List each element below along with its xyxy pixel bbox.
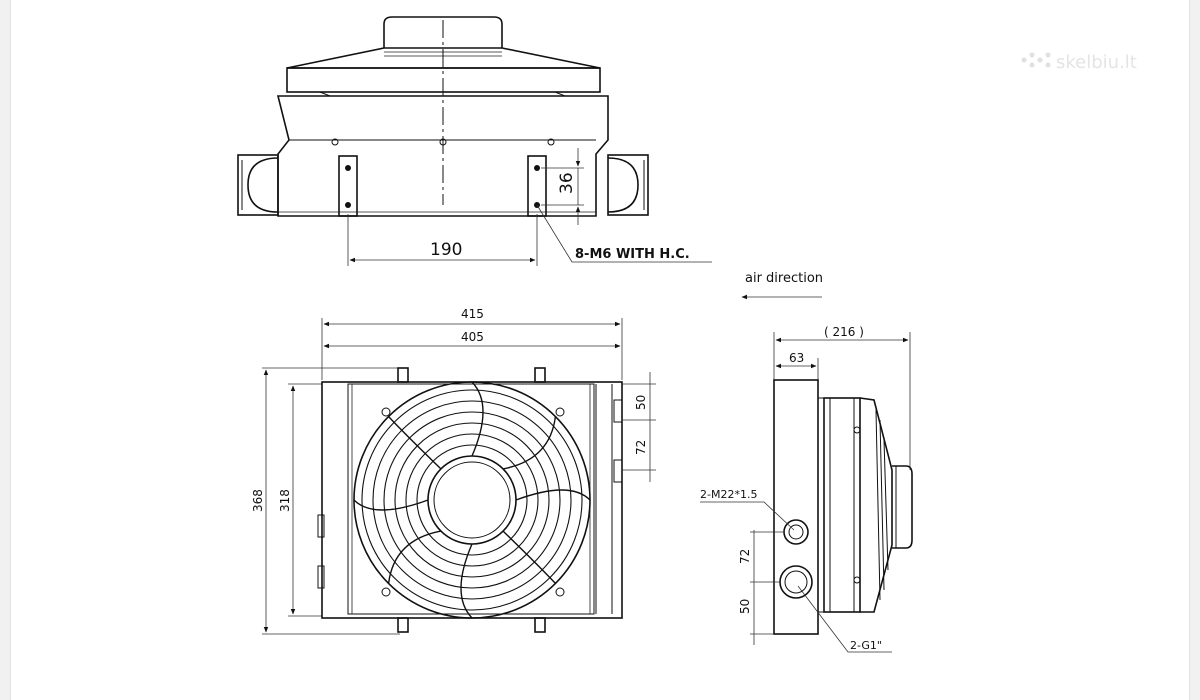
hole-callout-leader [536, 204, 712, 263]
dim-72-side-label: 72 [738, 549, 752, 564]
side-view: ( 216 ) 63 [700, 325, 913, 653]
dim-368-label: 368 [251, 489, 265, 512]
bracket-tab [397, 367, 409, 383]
dim-216-label: ( 216 ) [824, 325, 864, 339]
vent-hole [331, 138, 339, 146]
bracket-tab [534, 617, 546, 633]
port-small-label: 2-M22*1.5 [700, 488, 757, 501]
right-tank [607, 154, 649, 216]
bracket-tab [397, 617, 409, 633]
vent-hole [547, 138, 555, 146]
side-port [317, 514, 325, 538]
mount-hole [381, 407, 391, 417]
dim-50-label: 50 [634, 395, 648, 410]
dim-50-side-label: 50 [738, 599, 752, 614]
core-edge [817, 397, 825, 613]
cooler-frame [321, 381, 623, 619]
port-large [779, 565, 813, 599]
right-border [1189, 0, 1200, 700]
dim-415-label: 415 [461, 307, 484, 321]
port-small-leader [700, 501, 795, 531]
mount-bracket-right [527, 155, 547, 217]
port-large-label: 2-G1" [850, 639, 882, 652]
cooler-body-top [276, 95, 609, 217]
side-port [613, 459, 623, 483]
cooler-body-side [773, 379, 819, 635]
mount-hole [555, 407, 565, 417]
top-view: 190 36 8-M6 WITH H.C. [237, 16, 712, 266]
fan-blade-side [859, 397, 893, 613]
front-view: 415 405 368 318 [251, 307, 656, 635]
watermark-logo-icon [1021, 52, 1051, 68]
fan-guard [353, 381, 591, 619]
air-direction: air direction [741, 271, 823, 300]
dim-190-label: 190 [430, 240, 462, 260]
air-direction-label: air direction [745, 271, 823, 286]
left-tank [237, 154, 279, 216]
dim-318-label: 318 [278, 489, 292, 512]
side-port [317, 565, 325, 589]
dim-36-label: 36 [557, 172, 577, 194]
watermark-text: skelbiu.lt [1056, 52, 1137, 73]
core-panel [347, 383, 595, 615]
mount-hole [555, 587, 565, 597]
mount-hole [381, 587, 391, 597]
dim-63-label: 63 [789, 351, 804, 365]
motor-side [892, 465, 913, 549]
side-port [613, 399, 623, 423]
motor-cap [383, 16, 503, 48]
dim-72-label: 72 [634, 440, 648, 455]
fan-shroud-side [823, 397, 861, 613]
hole-callout-label: 8-M6 WITH H.C. [575, 247, 690, 262]
watermark: skelbiu.lt [1021, 52, 1137, 73]
dim-405-label: 405 [461, 330, 484, 344]
mount-bracket-left [338, 155, 358, 217]
port-large-leader [797, 585, 892, 653]
bracket-tab [534, 367, 546, 383]
left-border [0, 0, 11, 700]
